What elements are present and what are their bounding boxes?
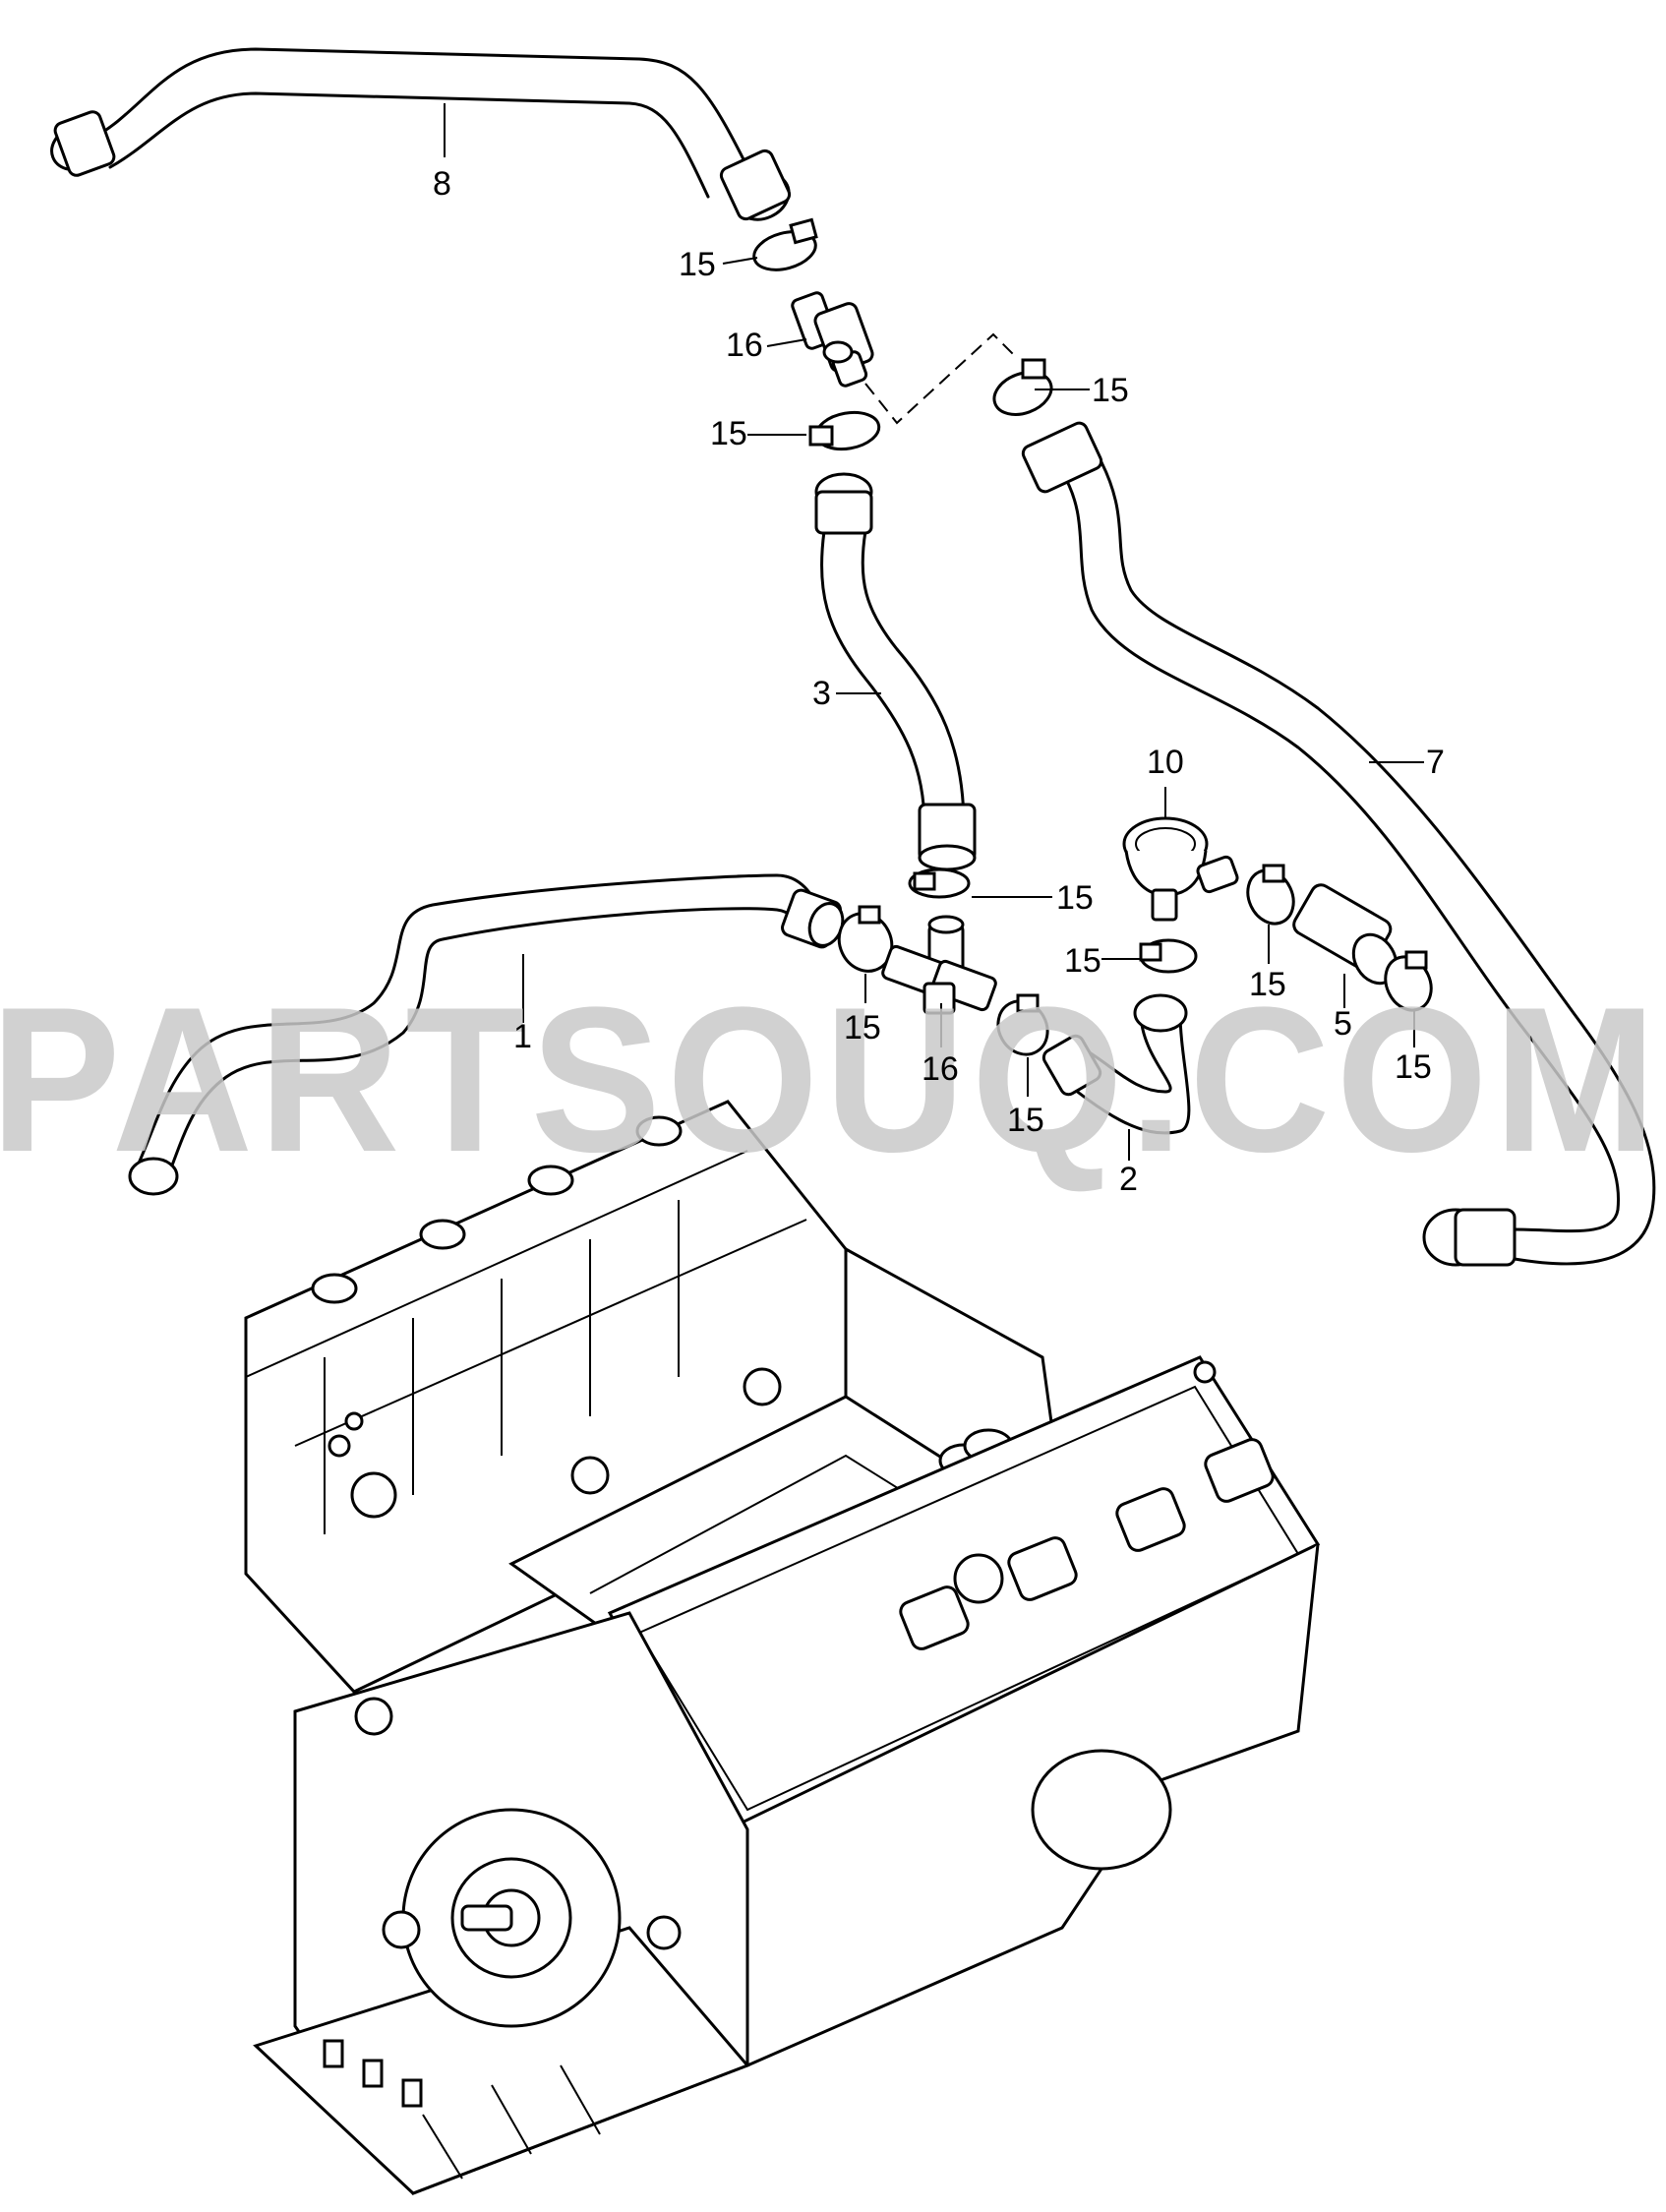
label-part-15: 15 — [844, 1009, 881, 1046]
label-part-16: 16 — [922, 1050, 959, 1088]
clamp-15-right-a[interactable] — [1239, 863, 1302, 930]
hose-3[interactable] — [814, 472, 977, 871]
connector-16-top[interactable] — [791, 291, 874, 388]
hose-2[interactable] — [1041, 993, 1191, 1135]
clamp-15-upper-right[interactable] — [988, 358, 1057, 422]
label-part-15: 15 — [710, 415, 747, 452]
watermark: PARTSOUQ.COM — [0, 964, 1662, 1195]
clamp-15-top[interactable] — [749, 217, 819, 275]
label-part-1: 1 — [513, 1018, 532, 1055]
label-part-15: 15 — [1007, 1102, 1044, 1139]
label-part-15: 15 — [1064, 942, 1101, 980]
connector-16-tee[interactable] — [881, 915, 997, 1015]
label-part-8: 8 — [433, 165, 451, 203]
clamp-15-center-top[interactable] — [908, 867, 971, 899]
hose-7[interactable] — [1021, 421, 1656, 1267]
label-part-2: 2 — [1119, 1161, 1138, 1198]
label-part-15: 15 — [1395, 1048, 1432, 1086]
clamp-15-lower-mid[interactable] — [988, 992, 1057, 1063]
label-part-15: 15 — [1249, 966, 1286, 1003]
clamp-15-upper-left[interactable] — [808, 408, 882, 454]
valve-10[interactable] — [1122, 816, 1239, 922]
leader-lines — [444, 103, 1424, 1161]
callout-labels: 8 15 16 15 15 3 10 7 15 15 1 15 16 15 2 … — [433, 165, 1445, 1198]
label-part-10: 10 — [1147, 744, 1184, 781]
label-part-15: 15 — [679, 246, 716, 283]
label-part-15: 15 — [1092, 372, 1129, 409]
clamp-15-right-b[interactable] — [1377, 949, 1440, 1017]
label-part-7: 7 — [1426, 744, 1445, 781]
label-part-3: 3 — [812, 675, 831, 712]
label-part-16: 16 — [726, 327, 763, 364]
connection-dashed-line — [864, 332, 1014, 425]
label-part-15: 15 — [1056, 879, 1094, 917]
clamp-15-left-mid[interactable] — [830, 905, 901, 980]
label-part-5: 5 — [1334, 1005, 1352, 1043]
hose-8[interactable] — [45, 47, 797, 228]
clamp-15-above-hose-2[interactable] — [1139, 938, 1198, 974]
engine-block — [244, 1100, 1321, 2195]
